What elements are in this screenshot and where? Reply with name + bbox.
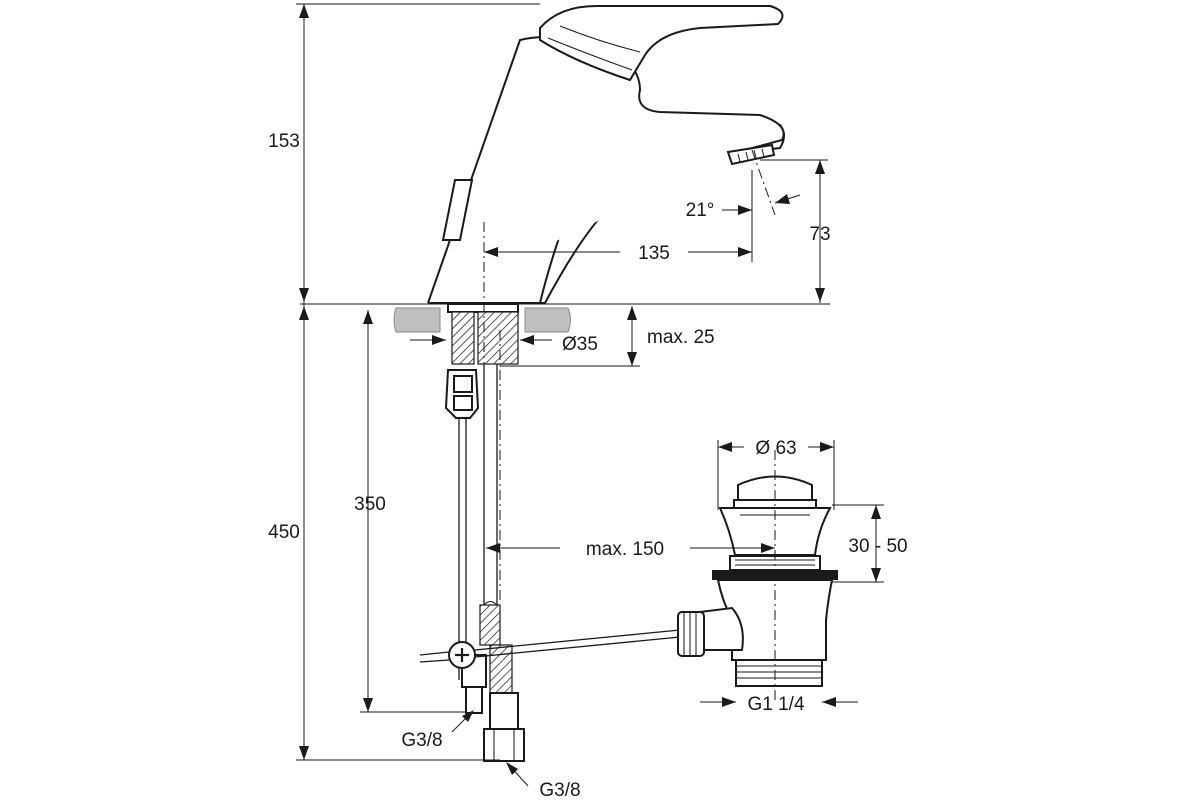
- countertop: [300, 303, 830, 333]
- label-total-height-below: 450: [268, 522, 300, 543]
- supply-hoses: [419, 311, 681, 762]
- label-waste-rod-offset: max. 150: [586, 539, 664, 560]
- dimension-labels: 153 450 350 73 21° 135 Ø35 max. 25 Ø 63 …: [268, 131, 907, 801]
- axis-lines: [483, 149, 776, 700]
- dimension-lines: [296, 3, 884, 787]
- label-deck-thickness: max. 25: [647, 327, 715, 348]
- label-hole-diameter: Ø35: [562, 334, 598, 355]
- label-tap-height: 153: [268, 131, 300, 152]
- label-waste-plug-range: 30 - 50: [848, 536, 907, 557]
- label-spout-height: 73: [809, 224, 830, 245]
- label-pull-rod-length: 350: [354, 494, 386, 515]
- faucet-body: [427, 4, 785, 313]
- label-hose-thread-right: G3/8: [539, 780, 580, 800]
- waste-drain: [677, 475, 838, 687]
- label-hose-thread-left: G3/8: [401, 730, 442, 751]
- label-waste-thread: G1 1/4: [747, 694, 804, 715]
- label-spout-reach: 135: [638, 243, 670, 264]
- label-spout-angle: 21°: [686, 200, 715, 221]
- label-waste-diameter: Ø 63: [755, 438, 796, 459]
